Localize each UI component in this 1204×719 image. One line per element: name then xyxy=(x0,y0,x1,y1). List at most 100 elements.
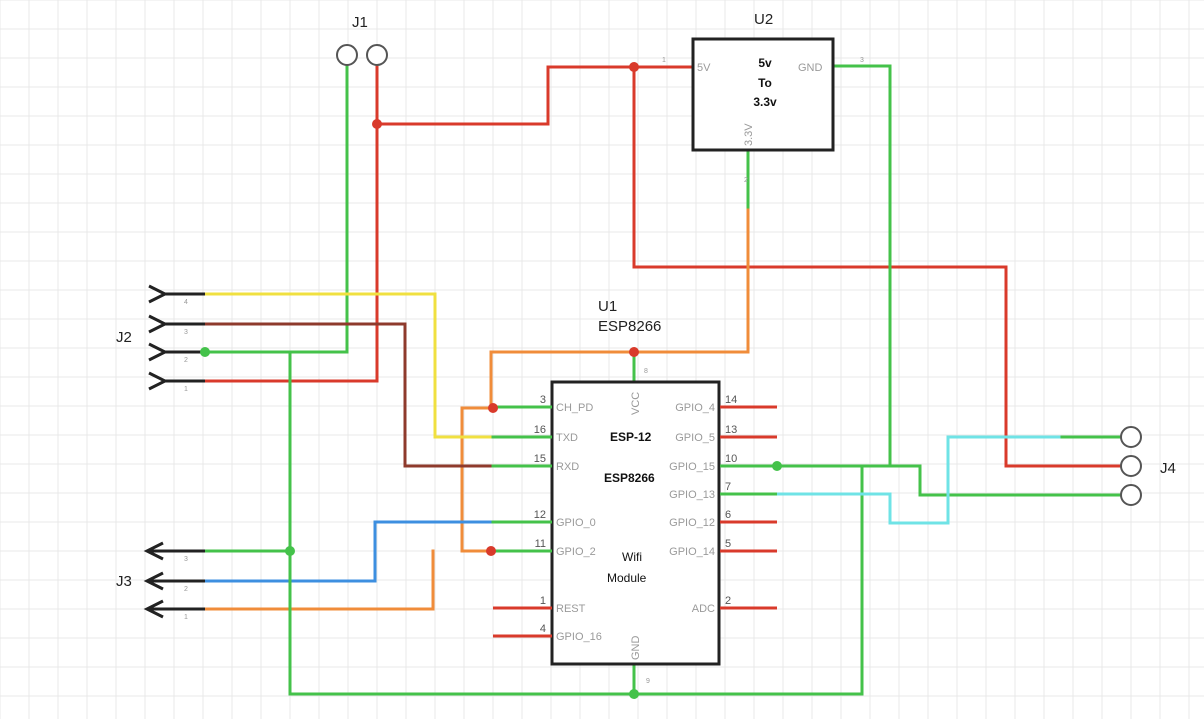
pin-label: REST xyxy=(556,603,586,615)
pin-gnd-name: GND xyxy=(630,636,642,661)
pin-label: RXD xyxy=(556,461,579,473)
esp8266-part: ESP8266 xyxy=(598,318,661,335)
pin-number: 2 xyxy=(725,595,731,607)
esp8266-module[interactable]: U1 ESP8266 ESP-12 ESP8266 Wifi Module VC… xyxy=(493,298,777,685)
connector-j1[interactable]: J1 xyxy=(336,14,388,66)
pin-label: GPIO_4 xyxy=(675,402,715,414)
connector-pin-number: 1 xyxy=(184,614,188,621)
regulator-body xyxy=(691,37,835,152)
regulator-line3: 3.3v xyxy=(753,95,777,109)
connector-pin-number: 3 xyxy=(184,329,188,336)
esp8266-inner-3: Wifi xyxy=(622,550,642,564)
wire-txd-yellow[interactable] xyxy=(203,292,495,439)
junction-dot xyxy=(200,347,210,357)
wire-vin-to-regulator[interactable] xyxy=(375,65,695,126)
regulator-line1: 5v xyxy=(758,56,772,70)
pin-label: GPIO_5 xyxy=(675,432,715,444)
regulator-pin-3v3: 3.3V xyxy=(743,123,755,146)
esp8266-ref: U1 xyxy=(598,298,617,315)
junction-dot xyxy=(629,347,639,357)
pin-label: GPIO_2 xyxy=(556,546,596,558)
pin-number: 7 xyxy=(725,481,731,493)
connector-j4-pin-2[interactable] xyxy=(1120,455,1142,477)
esp8266-inner-1: ESP-12 xyxy=(610,430,652,444)
connector-pin-arrow[interactable] xyxy=(148,371,169,391)
connector-pin-number: 2 xyxy=(184,357,188,364)
wire-j1-gnd[interactable] xyxy=(203,64,349,354)
pin-label: TXD xyxy=(556,432,578,444)
connector-pin-number: 3 xyxy=(184,556,188,563)
pin-number: 12 xyxy=(534,509,546,521)
regulator-pin-gnd-num: 3 xyxy=(860,57,864,64)
wires xyxy=(203,64,1122,696)
pin-label: GPIO_14 xyxy=(669,546,715,558)
connector-pin-number: 4 xyxy=(184,299,188,306)
connector-pin-arrow[interactable] xyxy=(148,342,169,362)
junction-dot xyxy=(629,689,639,699)
regulator-pin-gnd: GND xyxy=(798,62,823,74)
connector-j2-ref: J2 xyxy=(116,329,132,346)
junction-dot xyxy=(372,119,382,129)
pin-label: GPIO_13 xyxy=(669,489,715,501)
regulator-u2[interactable]: U2 5v To 3.3v 5V 1 GND 3 3.3V 2 xyxy=(662,11,864,184)
pin-label: GPIO_12 xyxy=(669,517,715,529)
junction-dot xyxy=(772,461,782,471)
wire-3v3-gpio2[interactable] xyxy=(460,406,493,553)
connector-j1-pin-2[interactable] xyxy=(366,44,388,66)
connector-pin-number: 2 xyxy=(184,586,188,593)
pin-number: 15 xyxy=(534,453,546,465)
wire-3v3-to-j3[interactable] xyxy=(203,549,435,611)
pin-number: 5 xyxy=(725,538,731,550)
connector-j1-pin-1[interactable] xyxy=(336,44,358,66)
junction-dot xyxy=(486,546,496,556)
junctions xyxy=(200,62,782,699)
pin-number: 6 xyxy=(725,509,731,521)
wire-gpio13-cyan[interactable] xyxy=(774,435,1064,525)
esp8266-inner-4: Module xyxy=(607,571,647,585)
wire-reg-gnd[interactable] xyxy=(831,64,1122,497)
wire-3v3-out-orange[interactable] xyxy=(489,208,750,410)
connector-j4-ref: J4 xyxy=(1160,460,1176,477)
pin-vcc-num: 8 xyxy=(644,368,648,375)
wire-j1-vin[interactable] xyxy=(203,64,379,383)
pin-vcc-name: VCC xyxy=(630,392,642,415)
pin-label: GPIO_0 xyxy=(556,517,596,529)
esp8266-right-pins: 14GPIO_413GPIO_510GPIO_157GPIO_136GPIO_1… xyxy=(669,394,777,615)
junction-dot xyxy=(629,62,639,72)
connector-j2[interactable]: J2 4 3 2 1 xyxy=(116,284,205,393)
regulator-pin-5v: 5V xyxy=(697,62,711,74)
wire-5v-to-j4[interactable] xyxy=(632,65,1122,468)
pin-number: 3 xyxy=(540,394,546,406)
connector-j3[interactable]: J3 3 2 1 xyxy=(116,541,205,621)
pin-number: 16 xyxy=(534,424,546,436)
junction-dot xyxy=(285,546,295,556)
pin-number: 1 xyxy=(540,595,546,607)
regulator-line2: To xyxy=(758,76,772,90)
pin-label: ADC xyxy=(692,603,715,615)
connector-j4-pin-1[interactable] xyxy=(1120,426,1142,448)
connector-pin-arrow[interactable] xyxy=(148,314,169,334)
wire-rxd-brown[interactable] xyxy=(203,322,495,468)
connector-j4[interactable]: J4 xyxy=(1120,426,1176,506)
connector-j4-pin-3[interactable] xyxy=(1120,484,1142,506)
wire-ground-left[interactable] xyxy=(288,350,864,696)
connector-j3-ref: J3 xyxy=(116,573,132,590)
connector-pin-arrow[interactable] xyxy=(148,284,169,304)
connector-j1-ref: J1 xyxy=(352,14,368,31)
pin-number: 11 xyxy=(535,538,546,550)
pin-label: CH_PD xyxy=(556,402,593,414)
pin-number: 4 xyxy=(540,623,546,635)
pin-label: GPIO_15 xyxy=(669,461,715,473)
pin-label: GPIO_16 xyxy=(556,631,602,643)
connector-pin-number: 1 xyxy=(184,386,188,393)
junction-dot xyxy=(488,403,498,413)
regulator-pin-3v3-num: 2 xyxy=(744,177,748,184)
pin-number: 10 xyxy=(725,453,737,465)
regulator-ref: U2 xyxy=(754,11,773,28)
pin-number: 14 xyxy=(725,394,737,406)
regulator-pin-5v-num: 1 xyxy=(662,57,666,64)
pin-gnd-num: 9 xyxy=(646,678,650,685)
esp8266-inner-2: ESP8266 xyxy=(604,471,655,485)
